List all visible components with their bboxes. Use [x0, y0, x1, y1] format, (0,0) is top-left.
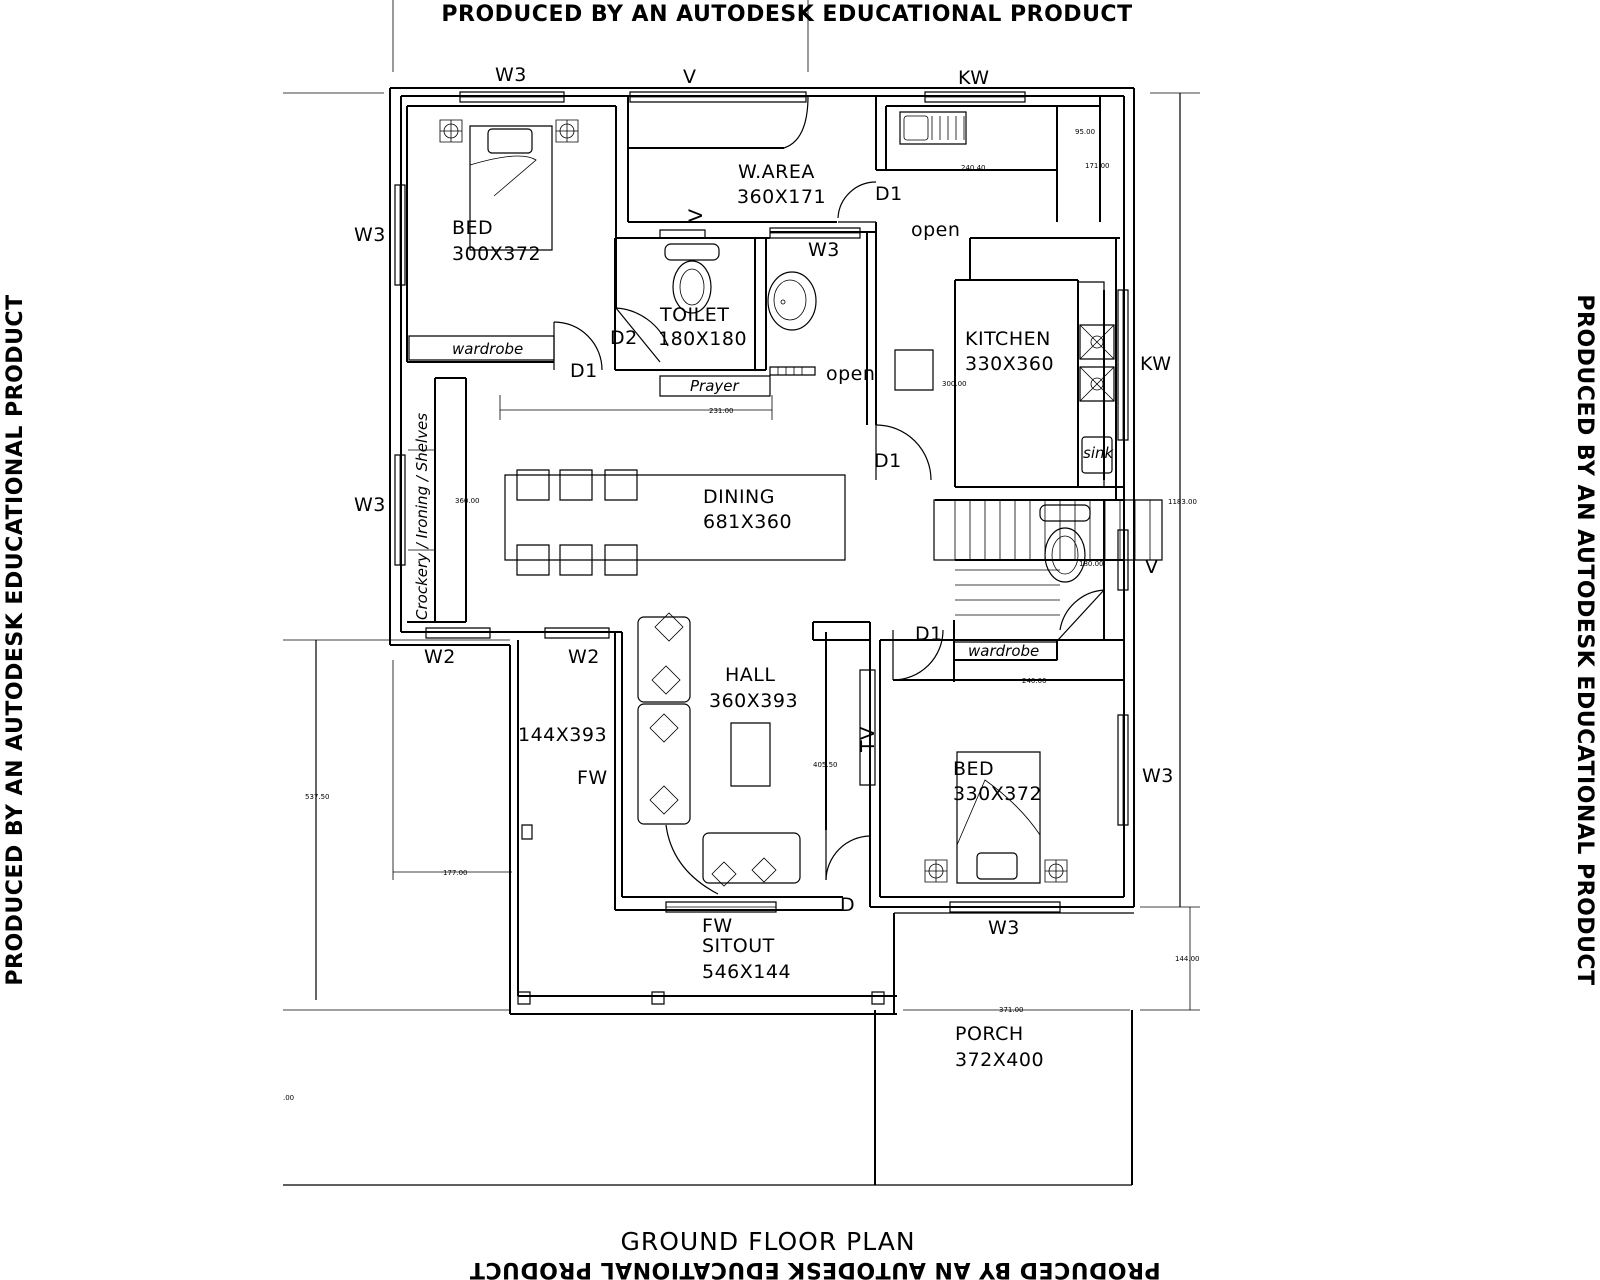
room-dining-size: 681X360 [703, 511, 792, 533]
label-w3-toilet: W3 [808, 239, 840, 261]
coffee-table-icon [731, 723, 770, 786]
label-prayer: Prayer [690, 377, 740, 395]
dim-00: .00 [283, 1094, 294, 1102]
label-wardrobe-left: wardrobe [452, 340, 523, 358]
label-kw-right: KW [1140, 353, 1172, 375]
wardrobe-top-left [409, 336, 554, 360]
room-sitout-size: 546X144 [702, 961, 791, 983]
label-d2: D2 [610, 327, 638, 349]
toilet-wc-icon [665, 244, 719, 314]
room-bed1-name: BED [452, 217, 493, 239]
watermark-bottom: PRODUCED BY AN AUTODESK EDUCATIONAL PROD… [469, 1257, 1160, 1280]
label-shelves: Crockery / Ironing / Shelves [413, 413, 431, 620]
label-d1-warea: D1 [875, 183, 903, 205]
kitchen-counter [895, 282, 1114, 487]
room-porch-name: PORCH [955, 1023, 1024, 1045]
room-warea-size: 360X171 [737, 186, 826, 208]
label-w3-left-lower: W3 [354, 494, 386, 516]
label-d1-kitchen: D1 [874, 450, 902, 472]
room-bed2-name: BED [953, 758, 994, 780]
sofa-icon [638, 613, 800, 894]
dim-180: 180.00 [1079, 560, 1104, 568]
label-w3-left-upper: W3 [354, 224, 386, 246]
toilet-right-icon [1040, 505, 1090, 583]
watermark-left: PRODUCED BY AN AUTODESK EDUCATIONAL PROD… [3, 294, 28, 985]
room-porch-size: 372X400 [955, 1049, 1044, 1071]
label-w3-right: W3 [1142, 765, 1174, 787]
room-toilet-name: TOILET [659, 304, 729, 326]
room-toilet-size: 180X180 [658, 328, 747, 350]
room-sitout-name: SITOUT [702, 935, 775, 957]
bed-bottom-right-icon [925, 752, 1067, 883]
dim-95: 95.00 [1075, 128, 1095, 136]
room-warea-name: W.AREA [738, 161, 815, 183]
label-sink: sink [1083, 444, 1114, 462]
label-v-top: V [683, 66, 697, 88]
room-hall-size: 360X393 [709, 690, 798, 712]
bed-top-left-icon [440, 120, 578, 250]
room-hall-name: HALL [725, 664, 775, 686]
wardrobe-right [954, 642, 1057, 660]
dim-231: 231.00 [709, 407, 734, 415]
watermark-right: PRODUCED BY AN AUTODESK EDUCATIONAL PROD… [1572, 294, 1597, 985]
tv-unit-icon [860, 670, 875, 785]
dim-360: 360.00 [455, 497, 480, 505]
doors [554, 182, 1104, 905]
label-w3-top: W3 [495, 64, 527, 86]
dining-table-icon [505, 470, 845, 575]
windows [395, 92, 1128, 912]
label-wardrobe-right: wardrobe [968, 642, 1039, 660]
label-w3-bed2: W3 [988, 917, 1020, 939]
columns [518, 825, 884, 1004]
label-w2-right: W2 [568, 646, 600, 668]
label-v-right: V [1145, 556, 1159, 578]
label-fw-side: FW [577, 767, 608, 789]
dim-1183: 1183.00 [1168, 498, 1197, 506]
prayer-unit [660, 376, 770, 396]
dim-537: 537.50 [305, 793, 330, 801]
label-w2-left: W2 [424, 646, 456, 668]
plan-title: GROUND FLOOR PLAN [620, 1227, 915, 1256]
staircase-icon [934, 500, 1162, 615]
room-bed2-size: 330X372 [953, 783, 1042, 805]
dim-171: 171.00 [1085, 162, 1110, 170]
dim-177: 177.00 [443, 869, 468, 877]
room-kitchen-size: 330X360 [965, 353, 1054, 375]
washbasin-icon [767, 271, 817, 331]
room-side-size: 144X393 [518, 724, 607, 746]
crockery-shelves [408, 450, 434, 550]
label-v-toilet: V [685, 209, 707, 223]
label-fw-sitout: FW [702, 915, 733, 937]
dim-144: 144.00 [1175, 955, 1200, 963]
kitchen-sink-top-icon [900, 112, 966, 144]
label-d1-bed1: D1 [570, 360, 598, 382]
label-tv: TV [857, 726, 879, 753]
label-d1-bed2: D1 [915, 623, 943, 645]
label-d-hall: D [840, 894, 855, 916]
watermark-top: PRODUCED BY AN AUTODESK EDUCATIONAL PROD… [441, 2, 1132, 27]
room-kitchen-name: KITCHEN [965, 328, 1051, 350]
label-kw-top: KW [958, 67, 990, 89]
label-open-kitchen: open [911, 219, 960, 241]
dim-240-40: 240.40 [961, 164, 986, 172]
dim-371: 371.00 [999, 1006, 1024, 1014]
room-bed1-size: 300X372 [452, 243, 541, 265]
room-dining-name: DINING [703, 486, 775, 508]
label-open-toilet: open [826, 363, 875, 385]
